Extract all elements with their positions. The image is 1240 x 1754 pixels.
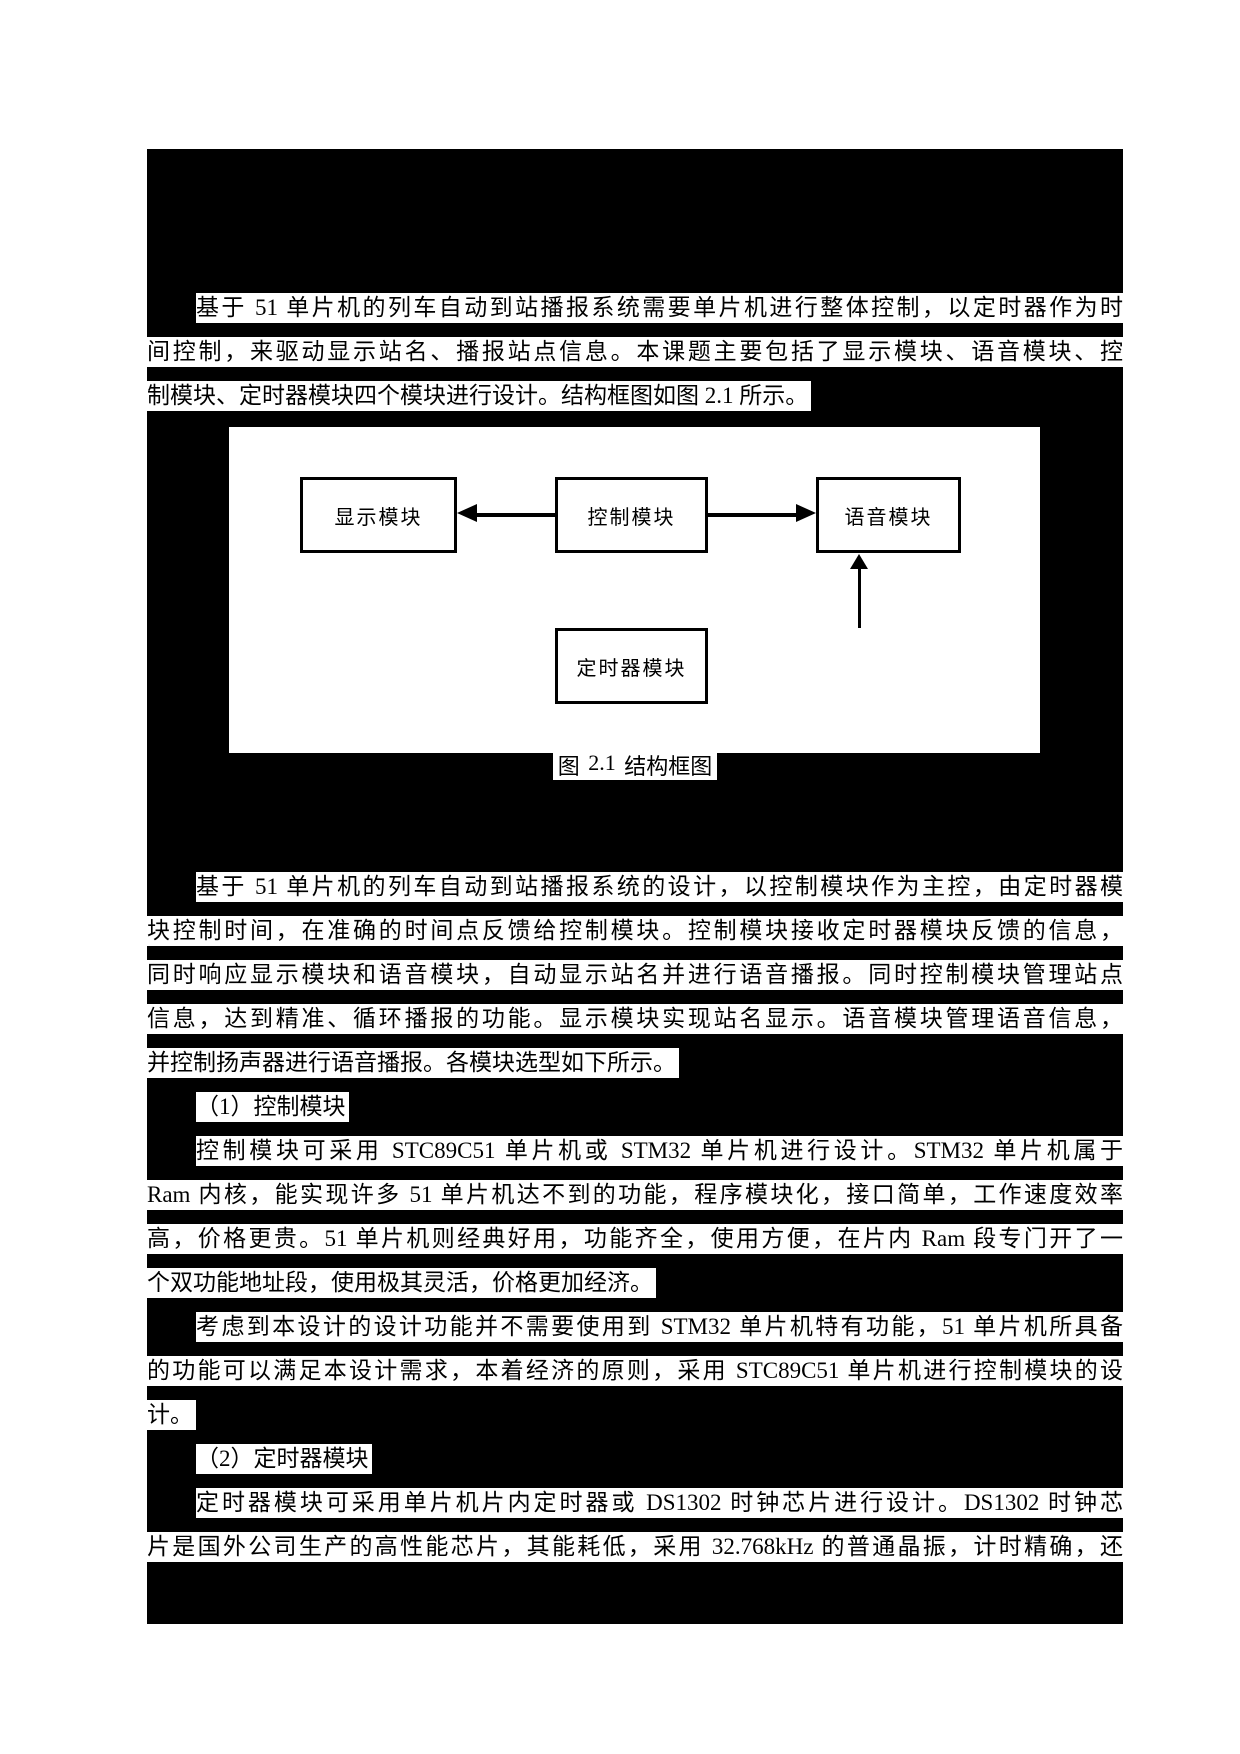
para2-line4: 信息，达到精准、循环播报的功能。显示模块实现站名显示。语音模块管理语音信息， (147, 1004, 1123, 1034)
figure-caption-row: 图 2.1 结构框图 (147, 740, 1123, 780)
para3-line1: 控制模块可采用 STC89C51 单片机或 STM32 单片机进行设计。STM3… (196, 1136, 1123, 1166)
diagram-box-display: 显示模块 (300, 477, 457, 553)
content-area: 基于 51 单片机的列车自动到站播报系统需要单片机进行整体控制，以定时器作为时 … (147, 149, 1123, 1624)
diagram-box-control: 控制模块 (555, 477, 708, 553)
para4-line1: 考虑到本设计的设计功能并不需要使用到 STM32 单片机特有功能，51 单片机所… (196, 1312, 1123, 1342)
para5-line2: 片是国外公司生产的高性能芯片，其能耗低，采用 32.768kHz 的普通晶振，计… (147, 1532, 1123, 1562)
figure-caption: 图 2.1 结构框图 (552, 740, 718, 780)
arrowhead-left-icon (457, 504, 477, 522)
arrow-timer-to-control-line (858, 566, 861, 628)
para1-line3: 制模块、定时器模块四个模块进行设计。结构框图如图 2.1 所示。 (147, 381, 812, 411)
caption-prefix: 图 (557, 754, 586, 779)
para3-line3: 高，价格更贵。51 单片机则经典好用，功能齐全，使用方便，在片内 Ram 段专门… (147, 1224, 1123, 1254)
structure-diagram: 显示模块 控制模块 语音模块 定时器模块 (229, 427, 1040, 753)
para3-line4: 个双功能地址段，使用极其灵活，价格更加经济。 (147, 1268, 656, 1298)
heading-timer-module: （2）定时器模块 (196, 1444, 372, 1474)
para4-line2: 的功能可以满足本设计需求，本着经济的原则，采用 STC89C51 单片机进行控制… (147, 1356, 1123, 1386)
para2-line3: 同时响应显示模块和语音模块，自动显示站名并进行语音播报。同时控制模块管理站点 (147, 960, 1123, 990)
arrow-control-to-display-line (475, 513, 555, 517)
arrow-control-to-voice-line (708, 513, 798, 517)
para1-line2: 间控制，来驱动显示站名、播报站点信息。本课题主要包括了显示模块、语音模块、控 (147, 337, 1123, 367)
para4-line3: 计。 (147, 1400, 196, 1430)
para3-line2: Ram 内核，能实现许多 51 单片机达不到的功能，程序模块化，接口简单，工作速… (147, 1180, 1123, 1210)
diagram-box-timer: 定时器模块 (555, 628, 708, 704)
para2-line1: 基于 51 单片机的列车自动到站播报系统的设计，以控制模块作为主控，由定时器模 (196, 872, 1123, 902)
caption-suffix: 结构框图 (618, 754, 713, 779)
para5-line1: 定时器模块可采用单片机片内定时器或 DS1302 时钟芯片进行设计。DS1302… (196, 1488, 1123, 1518)
para1-line1: 基于 51 单片机的列车自动到站播报系统需要单片机进行整体控制，以定时器作为时 (196, 293, 1123, 323)
para2-line5: 并控制扬声器进行语音播报。各模块选型如下所示。 (147, 1048, 679, 1078)
para2-line2: 块控制时间，在准确的时间点反馈给控制模块。控制模块接收定时器模块反馈的信息， (147, 916, 1123, 946)
heading-control-module: （1）控制模块 (196, 1092, 349, 1122)
arrowhead-up-icon (850, 554, 868, 569)
diagram-box-voice: 语音模块 (816, 477, 961, 553)
arrowhead-right-icon (796, 504, 816, 522)
